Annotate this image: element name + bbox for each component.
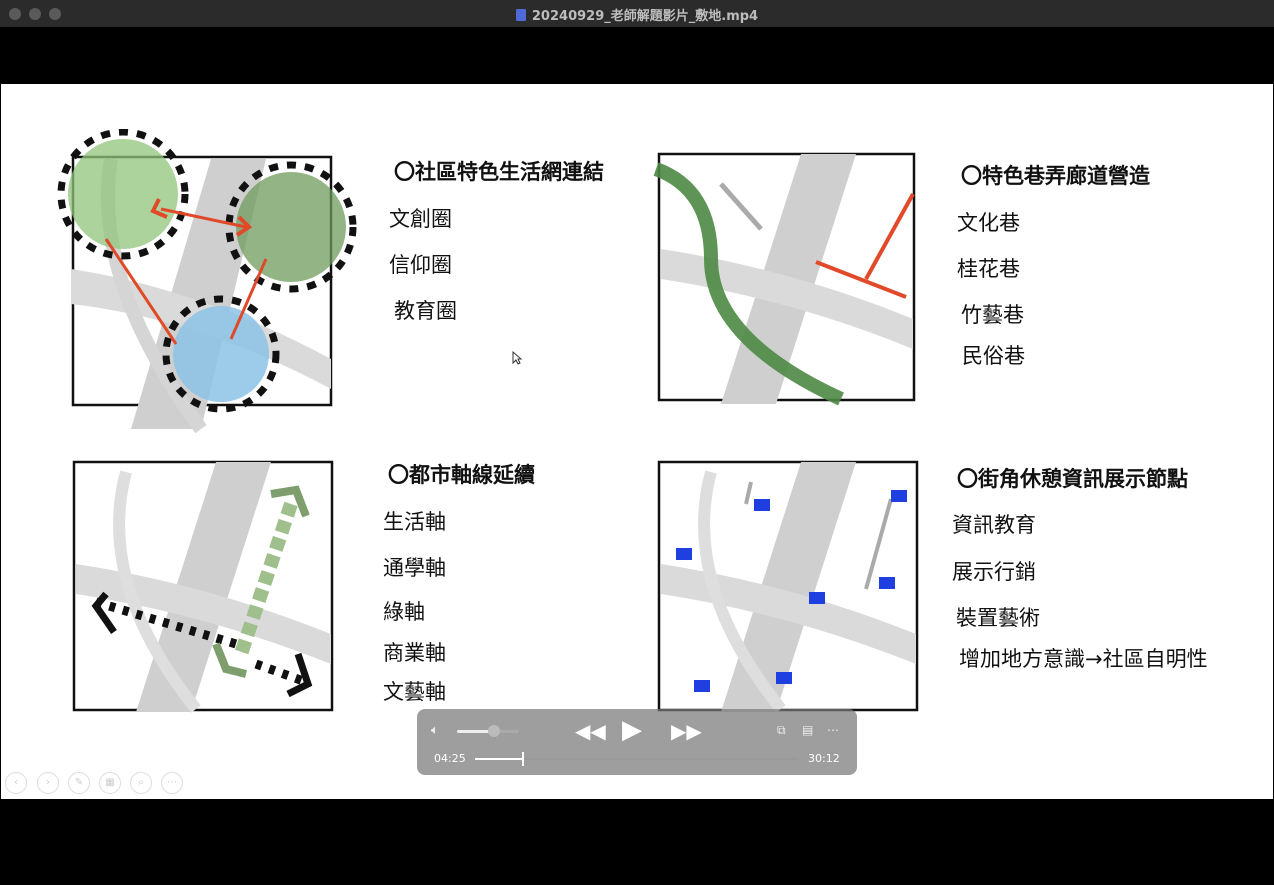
rewind-button[interactable]: ◀◀ [575,719,606,743]
item-commerce-axis: 商業軸 [383,641,446,665]
document-icon [515,9,526,21]
item-life-axis: 生活軸 [383,510,446,534]
minimize-window-button[interactable] [29,8,41,20]
mouse-cursor-icon [512,350,523,369]
play-button[interactable]: ▶ [622,715,642,745]
picture-in-picture-icon[interactable]: ⧉ [777,723,786,737]
title-bar: 20240929_老師解題影片_敷地.mp4 [0,0,1274,27]
more-icon[interactable]: ⋯ [161,772,183,794]
item-installation-art: 裝置藝術 [956,606,1040,630]
next-icon[interactable]: › [37,772,59,794]
volume-icon[interactable]: 🔈︎ [431,723,439,738]
pen-icon[interactable]: ✎ [68,772,90,794]
total-time: 30:12 [808,752,840,765]
sketch-community-network [51,129,371,464]
grid-icon[interactable]: ▦ [99,772,121,794]
item-local-identity: 增加地方意識→社區自明性 [959,647,1208,671]
item-education-circle: 教育圈 [394,299,457,323]
item-green-axis: 綠軸 [383,600,425,624]
zoom-icon[interactable]: ⌕ [130,772,152,794]
rewind-icon: ◀◀ [575,719,606,743]
item-faith-circle: 信仰圈 [389,253,452,277]
volume-fill [457,730,495,733]
play-icon: ▶ [622,715,642,745]
item-display-marketing: 展示行銷 [952,560,1036,584]
sketch-alley-corridor [651,149,921,409]
window-title-text: 20240929_老師解題影片_敷地.mp4 [531,9,759,24]
heading-alley-corridor: 〇特色巷弄廊道營造 [961,164,1150,188]
item-bamboo-alley: 竹藝巷 [961,303,1024,327]
sketch-corner-nodes [651,454,926,719]
playback-controls: 🔈︎ ◀◀ ▶ ▶▶ ⧉ ▤ ⋯ 04:25 30:12 [417,709,857,775]
zoom-window-button[interactable] [49,8,61,20]
heading-corner-nodes: 〇街角休憩資訊展示節點 [957,467,1188,491]
fast-forward-icon: ▶▶ [671,719,702,743]
item-folk-alley: 民俗巷 [962,344,1025,368]
video-frame: 〇社區特色生活網連結 文創圈 信仰圈 教育圈 〇特色巷弄廊道營造 文化巷 桂花巷… [1,84,1273,799]
close-window-button[interactable] [9,8,21,20]
item-info-education: 資訊教育 [952,513,1036,537]
timeline-scrubber[interactable] [475,752,798,766]
item-culture-alley: 文化巷 [957,211,1020,235]
playhead[interactable] [522,752,525,766]
item-cultural-circle: 文創圈 [389,207,452,231]
heading-community-network: 〇社區特色生活網連結 [394,160,604,184]
volume-slider[interactable] [457,725,519,737]
timeline-progress [475,758,523,760]
previous-icon[interactable]: ‹ [5,772,27,794]
fast-forward-button[interactable]: ▶▶ [671,719,702,743]
subtitles-icon[interactable]: ▤ [802,723,814,737]
item-school-axis: 通學軸 [383,556,446,580]
item-osmanthus-alley: 桂花巷 [957,257,1020,281]
sketch-urban-axis [66,454,341,719]
item-arts-axis: 文藝軸 [383,680,446,704]
volume-knob[interactable] [488,725,501,737]
window-title: 20240929_老師解題影片_敷地.mp4 [0,5,1274,24]
more-options-icon[interactable]: ⋯ [827,723,839,737]
heading-urban-axis: 〇都市軸線延續 [388,463,535,487]
current-time: 04:25 [434,752,466,765]
